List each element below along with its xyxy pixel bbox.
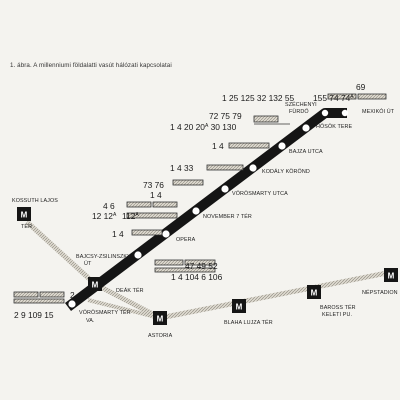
- metro-letter: M: [21, 211, 28, 220]
- label-kodaly: KODÁLY KÖRÖND: [262, 168, 310, 175]
- metro-badge-kossuth: M: [17, 207, 31, 221]
- routes-hosok-top: 72 75 79: [209, 111, 242, 121]
- connector-lines: [25, 220, 393, 321]
- connector-vorosmarty-astoria: [87, 298, 161, 320]
- connector-kossuth-deak: [25, 220, 97, 286]
- metro-badge-deak: M: [88, 277, 102, 291]
- connector-astoria-nepstadion: [159, 269, 393, 321]
- label-szechenyi-2: FÜRDŐ: [289, 108, 309, 115]
- metro-badge-blaha: M: [232, 299, 246, 313]
- routes-vorosmarty-top: 73 76: [143, 180, 164, 190]
- label-mexikoi: MEXIKÓI ÚT: [362, 108, 395, 115]
- label-vorosmarty-ter-1: VÖRÖSMARTY TÉR: [79, 309, 131, 316]
- tram-icon-bajcsy: [154, 259, 216, 273]
- metro-letter: M: [236, 303, 243, 312]
- routes-november-b-sup: A: [135, 212, 139, 218]
- routes-mexikoi-top: 69: [356, 82, 366, 92]
- routes-bajcsy-bot: 1 4 104 6 106: [171, 272, 223, 282]
- station-dots: [68, 109, 349, 308]
- routes-november-b: 112A: [122, 211, 139, 221]
- tram-icon-vorosmarty-utca: [172, 179, 204, 186]
- label-deak: DEÁK TÉR: [116, 287, 144, 294]
- tram-icon-kodaly: [206, 164, 244, 171]
- metro-badge-baross: M: [307, 285, 321, 299]
- routes-mexikoi-mid-text: 155 74 74: [313, 93, 351, 103]
- routes-hosok-main-text: 1 4 20 20: [170, 122, 205, 132]
- routes-deak-num: 2: [70, 290, 75, 300]
- label-hosok: HŐSÖK TERE: [316, 123, 353, 130]
- station-dot-mexikoi: [341, 109, 349, 117]
- label-szechenyi-1: SZÉCHENYI: [285, 101, 317, 108]
- routes-szechenyi-top: 1 25 125 32 132 55: [222, 93, 295, 103]
- figure-caption: 1. ábra. A millenniumi földalatti vasút …: [10, 62, 172, 69]
- routes-hosok-main-sup: A: [205, 123, 209, 129]
- routes-opera: 1 4: [112, 229, 124, 239]
- label-november: NOVEMBER 7 TÉR: [203, 213, 252, 220]
- route-numbers: 69 155 74 74A 1 25 125 32 132 55 72 75 7…: [14, 82, 366, 320]
- label-baross-2: KELETI PU.: [322, 312, 352, 318]
- routes-mexikoi-mid: 155 74 74A: [313, 93, 354, 103]
- routes-november-a: 12 12A: [92, 211, 117, 221]
- station-dot-november: [192, 207, 200, 215]
- station-dot-bajza: [278, 142, 286, 150]
- label-kossuth-2: TÉR: [21, 223, 32, 230]
- routes-november-top: 4 6: [103, 201, 115, 211]
- tram-icon-opera: [131, 229, 163, 236]
- station-dot-vorosmarty-ter: [68, 300, 76, 308]
- tram-icon-bajza: [228, 142, 270, 149]
- routes-hosok-main-end: 30 130: [208, 122, 236, 132]
- label-baross-1: BAROSS TÉR: [320, 304, 356, 311]
- tram-icon-mexikoi: [327, 93, 387, 100]
- routes-november-a-text: 12 12: [92, 211, 113, 221]
- label-bajcsy-1: BAJCSY-ZSILINSZKY: [76, 254, 131, 260]
- routes-november-b-text: 112: [122, 211, 136, 221]
- label-opera: OPERA: [176, 237, 196, 243]
- station-dot-vorosmarty-utca: [221, 185, 229, 193]
- routes-bajcsy-top: 47 49 52: [185, 261, 218, 271]
- connector-deak-astoria: [93, 281, 162, 321]
- routes-deak-bottom: 2 9 109 15: [14, 310, 54, 320]
- label-astoria: ASTORIA: [148, 333, 173, 339]
- routes-november-a-sup: A: [113, 212, 117, 218]
- station-dot-szechenyi: [302, 124, 310, 132]
- tram-icon-deak: [13, 291, 65, 304]
- metro-letter: M: [92, 281, 99, 290]
- metro-badge-nepstadion: M: [384, 268, 398, 282]
- label-bajcsy-2: ÚT: [84, 260, 92, 267]
- station-labels: MEXIKÓI ÚT HŐSÖK TERE SZÉCHENYI FÜRDŐ BA…: [12, 101, 398, 339]
- metro-letter: M: [388, 272, 395, 281]
- station-dot-opera: [162, 230, 170, 238]
- metro-letter: M: [311, 289, 318, 298]
- label-vorosmarty-ter-2: VA.: [86, 318, 95, 324]
- metro-badge-astoria: M: [153, 311, 167, 325]
- label-blaha: BLAHA LUJZA TÉR: [224, 319, 273, 326]
- routes-hosok-main: 1 4 20 20A 30 130: [170, 122, 237, 132]
- label-nepstadion: NÉPSTADION: [362, 289, 398, 296]
- label-bajza: BAJZA UTCA: [289, 149, 323, 155]
- tram-icon-november: [126, 201, 178, 219]
- label-vorosmarty-utca: VÖRÖSMARTY UTCA: [232, 190, 288, 197]
- station-dot-kodaly: [249, 164, 257, 172]
- routes-mexikoi-mid-sup: A: [350, 94, 354, 100]
- station-dot-hosok: [320, 109, 329, 118]
- routes-vorosmarty-bot: 1 4: [150, 190, 162, 200]
- metro-letter: M: [157, 315, 164, 324]
- label-kossuth-1: KOSSUTH LAJOS: [12, 198, 58, 204]
- routes-bajza: 1 4: [212, 141, 224, 151]
- routes-kodaly: 1 4 33: [170, 163, 194, 173]
- tram-symbols: [13, 93, 387, 304]
- metro-badges: M M M M M M: [17, 207, 398, 325]
- station-dot-bajcsy: [134, 251, 142, 259]
- tram-icon-hosok: [253, 115, 290, 125]
